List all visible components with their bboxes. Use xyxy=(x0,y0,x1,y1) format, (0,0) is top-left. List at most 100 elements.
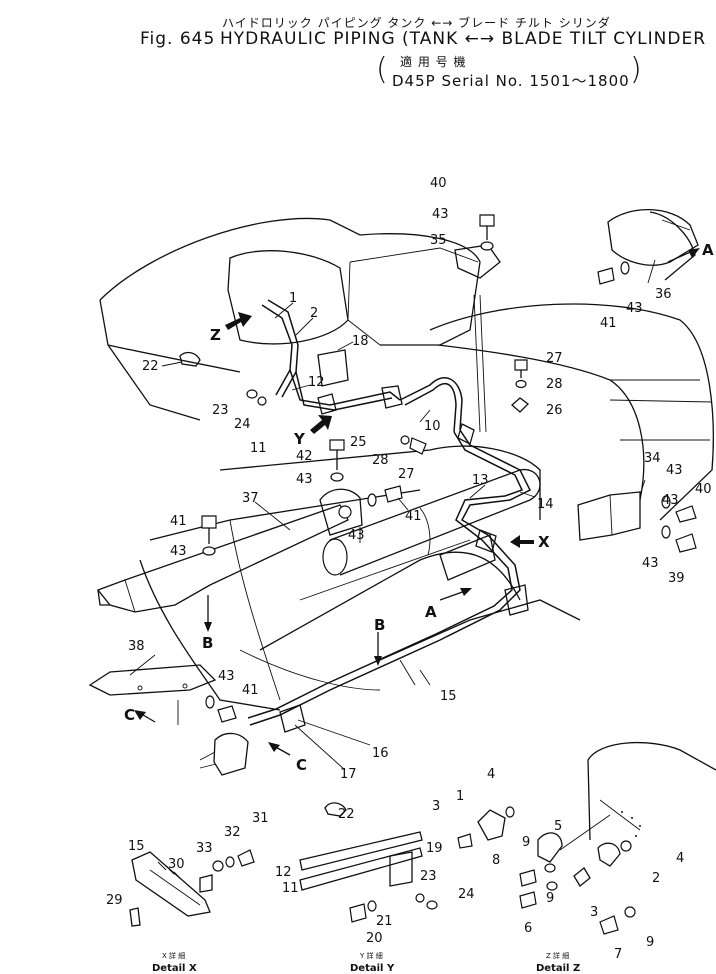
bracket-37 xyxy=(96,488,363,613)
callout-c9b: 9 xyxy=(546,891,554,906)
view-letter-a-mid: A xyxy=(425,603,437,621)
callout-c2b: 2 xyxy=(652,871,660,886)
view-letter-c-mid: C xyxy=(296,756,307,774)
callout-c19: 19 xyxy=(426,841,443,856)
callout-c8: 8 xyxy=(492,853,500,868)
detail-y-caption: Detail Y xyxy=(350,963,395,974)
callout-c24b: 24 xyxy=(458,887,475,902)
callout-c43c: 43 xyxy=(170,544,187,559)
view-letter-z: Z xyxy=(210,326,221,344)
bracket-38 xyxy=(88,664,217,696)
page-title: HYDRAULIC PIPING (TANK ←→ BLADE TILT CYL… xyxy=(220,29,707,49)
detail-z-drawing xyxy=(457,742,716,935)
callout-c18: 18 xyxy=(352,334,369,349)
callout-c2a: 2 xyxy=(310,306,318,321)
callout-c5: 5 xyxy=(554,819,562,834)
callout-c30: 30 xyxy=(168,857,185,872)
clamp-22 xyxy=(179,351,201,367)
callout-c25: 25 xyxy=(350,435,367,450)
callout-c1a: 1 xyxy=(289,291,297,306)
callout-labels: 40 43 35 1 2 18 22 12 23 24 11 27 28 26 … xyxy=(106,176,712,962)
callout-c40a: 40 xyxy=(430,176,447,191)
callout-c41a: 41 xyxy=(170,514,187,529)
callout-c41c: 41 xyxy=(600,316,617,331)
applicability-label: 適 用 号 機 xyxy=(400,55,467,69)
callout-c34: 34 xyxy=(644,451,661,466)
view-letter-a-top: A xyxy=(702,241,714,259)
japanese-title: ハイドロリック パイピング タンク ←→ ブレード チルト シリンダ xyxy=(222,16,611,30)
callout-c39: 39 xyxy=(668,571,685,586)
callout-c20: 20 xyxy=(366,931,383,946)
callout-c14: 14 xyxy=(537,497,554,512)
callout-c4a: 4 xyxy=(487,767,495,782)
callout-c33: 33 xyxy=(196,841,213,856)
callout-c32: 32 xyxy=(224,825,241,840)
callout-c26: 26 xyxy=(546,403,563,418)
callout-c12a: 12 xyxy=(308,375,325,390)
serial-range: D45P Serial No. 1501～1800 xyxy=(392,72,630,90)
callout-c21: 21 xyxy=(376,914,393,929)
callout-c11b: 11 xyxy=(282,881,299,896)
tank-body-outline xyxy=(99,217,481,421)
hydraulic-pipes xyxy=(199,294,532,776)
callout-c6: 6 xyxy=(524,921,532,936)
callout-c22a: 22 xyxy=(142,359,159,374)
figure-label: Fig. 645 xyxy=(140,29,216,49)
detail-z-jp: Z 詳 細 xyxy=(546,951,569,960)
callout-c31: 31 xyxy=(252,811,269,826)
callout-c23b: 23 xyxy=(420,869,437,884)
callout-c7: 7 xyxy=(614,947,622,962)
view-letter-b-left: B xyxy=(202,634,213,652)
view-arrows xyxy=(134,248,700,756)
callout-c27a: 27 xyxy=(546,351,563,366)
callout-c24a: 24 xyxy=(234,417,251,432)
callout-c41b: 41 xyxy=(405,509,422,524)
callout-c10: 10 xyxy=(424,419,441,434)
leader-lines xyxy=(129,259,656,771)
callout-c41d: 41 xyxy=(242,683,259,698)
track-frame-outline xyxy=(139,303,714,711)
callout-c38: 38 xyxy=(128,639,145,654)
callout-c43f: 43 xyxy=(662,493,679,508)
callout-c15a: 15 xyxy=(440,689,457,704)
serial-open-paren: ( xyxy=(376,52,388,87)
callout-c13: 13 xyxy=(472,473,489,488)
callout-c28a: 28 xyxy=(546,377,563,392)
callout-c9a: 9 xyxy=(522,835,530,850)
detail-z-caption: Detail Z xyxy=(536,963,580,974)
callout-c43e: 43 xyxy=(666,463,683,478)
detail-captions: X 詳 細 Detail X Y 詳 細 Detail Y Z 詳 細 Deta… xyxy=(152,951,580,974)
callout-c15b: 15 xyxy=(128,839,145,854)
callout-c1b: 1 xyxy=(456,789,464,804)
callout-c27b: 27 xyxy=(398,467,415,482)
callout-c43a: 43 xyxy=(432,207,449,222)
view-letter-y: Y xyxy=(293,430,306,448)
detail-y-jp: Y 詳 細 xyxy=(359,951,383,960)
detail-x-jp: X 詳 細 xyxy=(162,951,185,960)
bracket-34 xyxy=(577,491,641,541)
block-18 xyxy=(317,349,349,387)
detail-x-drawing xyxy=(129,849,255,927)
callout-c23a: 23 xyxy=(212,403,229,418)
callout-c35: 35 xyxy=(430,233,447,248)
callout-c43d: 43 xyxy=(348,528,365,543)
cover-36 xyxy=(607,208,699,281)
serial-close-paren: ) xyxy=(630,52,642,87)
callout-c11a: 11 xyxy=(250,441,267,456)
callout-c43b: 43 xyxy=(296,472,313,487)
detail-y-drawing xyxy=(299,802,438,923)
callout-c43h: 43 xyxy=(626,301,643,316)
callout-c22b: 22 xyxy=(338,807,355,822)
view-letter-c-left: C xyxy=(124,706,135,724)
callout-c4b: 4 xyxy=(676,851,684,866)
callout-c43i: 43 xyxy=(218,669,235,684)
callout-c36: 36 xyxy=(655,287,672,302)
callout-c9c: 9 xyxy=(646,935,654,950)
callout-c17: 17 xyxy=(340,767,357,782)
callout-c42: 42 xyxy=(296,449,313,464)
callout-c43g: 43 xyxy=(642,556,659,571)
view-letter-x: X xyxy=(538,533,550,551)
view-letter-b-mid: B xyxy=(374,616,385,634)
callout-c37: 37 xyxy=(242,491,259,506)
